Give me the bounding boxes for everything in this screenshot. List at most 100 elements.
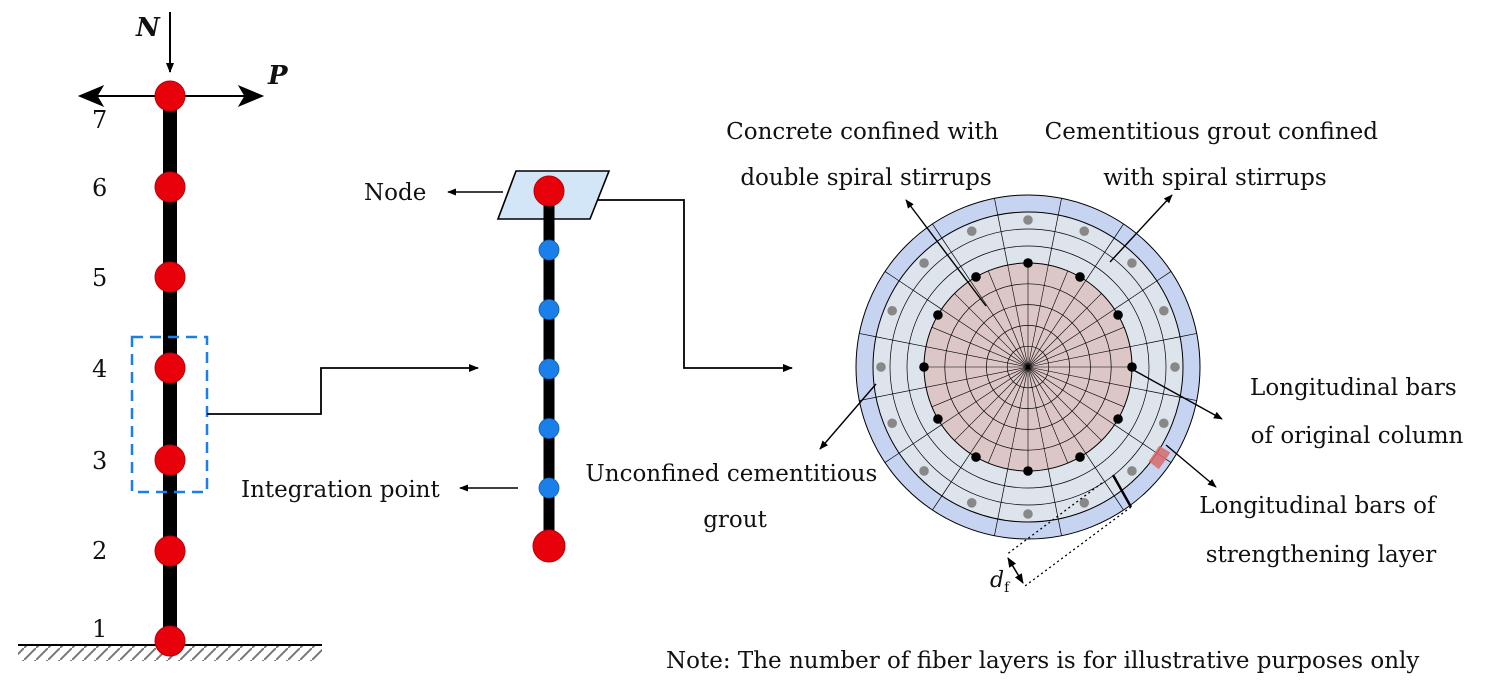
fiber-radial: [925, 346, 1029, 368]
integration-point: [538, 418, 560, 439]
integration-point: [538, 239, 560, 261]
fiber-radial: [1027, 280, 1087, 368]
fiber-radial: [1085, 237, 1115, 281]
fiber-radial: [898, 280, 942, 310]
fiber-radial: [931, 366, 1029, 408]
original-column-bar: [971, 272, 981, 282]
strengthening-layer-bar: [1159, 418, 1169, 429]
strengthening-layer-bar: [919, 466, 929, 476]
fiber-radial: [875, 386, 927, 398]
thickness-dim-line-1: [1005, 482, 1103, 556]
fiber-radial: [1047, 214, 1059, 266]
fiber-radial: [987, 270, 1029, 368]
fiber-radial: [1129, 386, 1181, 398]
fiber-radial: [884, 452, 900, 463]
node-number-6: 6: [92, 174, 107, 202]
fiber-radial: [969, 280, 1029, 368]
highlighted-fiber: [1148, 445, 1171, 470]
integration-points: [538, 239, 560, 499]
strengthening-layer-bar: [887, 418, 897, 429]
strengthening-layer-bar: [1023, 509, 1033, 519]
thickness-label: df: [990, 568, 1011, 596]
strengthening-layer-bar: [1170, 362, 1180, 372]
label-bars-original: Longitudinal bars of original column: [1250, 375, 1464, 449]
fiber-radial: [994, 198, 999, 216]
original-column-bar: [1127, 362, 1137, 372]
fiber-radial: [997, 214, 1009, 266]
fiber-radial: [1047, 468, 1059, 520]
column-node-1: [154, 625, 186, 657]
fiber-radial: [1027, 366, 1049, 470]
strengthening-layer-bar: [966, 226, 977, 236]
strengthening-layer-bar: [1127, 466, 1137, 476]
strengthening-layer-bar: [887, 305, 897, 316]
element-node-bottom: [532, 529, 566, 563]
node-number-5: 5: [92, 264, 107, 292]
label-concrete-double-spiral: Concrete confined with double spiral sti…: [726, 119, 1006, 191]
fiber-radial: [1027, 264, 1049, 368]
fiber-radial: [1027, 366, 1125, 408]
column-node-4: [154, 352, 186, 384]
fiber-radial: [932, 495, 943, 511]
fiber-radial: [1156, 271, 1172, 282]
fiber-radial: [1027, 366, 1115, 426]
lateral-load-label: P: [267, 61, 289, 91]
original-column-bar: [1023, 466, 1033, 476]
original-column-bar: [1075, 272, 1085, 282]
leader-unconfined-grout: [819, 383, 877, 450]
note-text: Note: The number of fiber layers is for …: [666, 648, 1419, 674]
fiber-radial: [925, 366, 1029, 388]
connector-node-to-section: [598, 199, 793, 372]
column-node-6: [154, 171, 186, 203]
leader-bars-original: [1127, 366, 1223, 420]
integration-point-label: Integration point: [241, 477, 440, 503]
column-nodes: [154, 80, 186, 657]
connector-element-to-detail: [207, 364, 479, 415]
node-number-1: 1: [92, 615, 107, 643]
fiber-radial: [884, 271, 900, 282]
column-node-5: [154, 261, 186, 293]
fiber-radial: [1057, 518, 1062, 536]
fiber-radial: [969, 366, 1029, 454]
fiber-radial: [941, 308, 1029, 368]
fiber-radial: [1027, 366, 1087, 454]
fiber-radial: [1113, 223, 1124, 239]
fiber-radial: [1027, 346, 1131, 368]
node-number-4: 4: [92, 355, 107, 383]
node-number-3: 3: [92, 447, 107, 475]
fiber-radial: [1129, 336, 1181, 348]
fiber-radial: [1027, 366, 1102, 441]
original-column-bar: [933, 310, 943, 320]
fiber-radial: [941, 366, 1029, 426]
fiber-radial: [1027, 293, 1102, 368]
axial-load-label: N: [135, 13, 161, 43]
leader-concrete-double-spiral: [905, 199, 987, 307]
strengthening-layer-bar: [1127, 258, 1137, 268]
strengthening-layer-bar: [919, 258, 929, 268]
label-grout-spiral: Cementitious grout confined with spiral …: [1045, 119, 1386, 191]
label-bars-strengthening: Longitudinal bars of strengthening layer: [1199, 493, 1443, 568]
fiber-radial: [859, 333, 877, 338]
original-column-bar: [1075, 452, 1085, 462]
integration-point: [538, 477, 560, 499]
fiber-section: df Concrete confined with double spiral …: [585, 119, 1464, 596]
node-number-2: 2: [92, 537, 107, 565]
longitudinal-bars: [876, 215, 1180, 519]
original-column-bar: [1023, 258, 1033, 268]
fiber-ring: [906, 245, 1150, 489]
strengthening-layer-bar: [1079, 498, 1090, 508]
fiber-radial: [1027, 326, 1125, 368]
fiber-radial: [932, 223, 943, 239]
element-detail: Node Integration point: [241, 170, 793, 563]
strengthening-layer-bar: [1079, 226, 1090, 236]
fiber-radial: [875, 336, 927, 348]
fiber-radial: [941, 237, 971, 281]
integration-point: [538, 358, 560, 380]
original-column-bar: [933, 414, 943, 424]
thickness-dim-line-2: [1024, 506, 1132, 587]
column-node-2: [154, 535, 186, 567]
original-column-bar: [919, 362, 929, 372]
strengthening-layer-bar: [966, 498, 977, 508]
